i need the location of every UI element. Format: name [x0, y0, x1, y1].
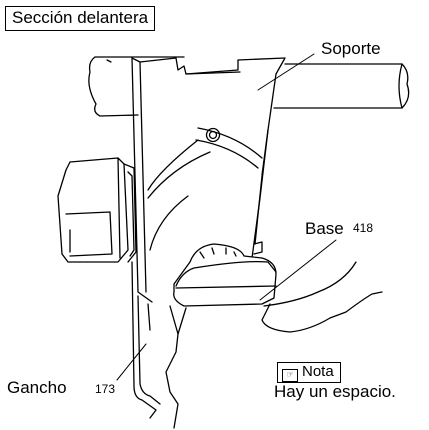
- note-hand-icon: ☞: [282, 369, 298, 382]
- gancho-hook: [131, 261, 383, 429]
- guide-block: [57, 157, 137, 263]
- note-label: Nota: [302, 363, 334, 380]
- base-418: [173, 243, 277, 307]
- label-soporte: Soporte: [321, 39, 381, 58]
- label-base-ref: 418: [353, 221, 374, 235]
- section-title: Sección delantera: [5, 6, 156, 31]
- label-base: Base: [305, 219, 344, 238]
- soporte-bracket: [131, 57, 286, 303]
- label-gancho: Gancho: [7, 378, 67, 397]
- leader-lines: [116, 53, 337, 381]
- crossbar: [88, 56, 410, 117]
- note-badge: ☞ Nota: [277, 362, 341, 383]
- label-gancho-ref: 173: [95, 382, 116, 396]
- note-text: Hay un espacio.: [274, 382, 396, 401]
